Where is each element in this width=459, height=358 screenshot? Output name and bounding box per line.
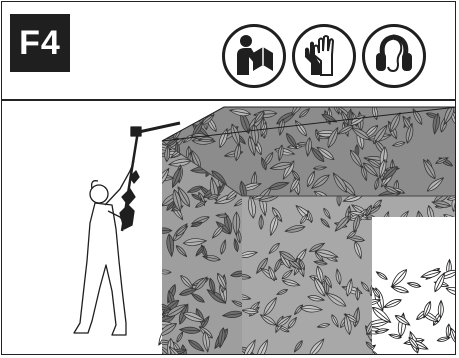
leaf [398,220,410,232]
header-bar: F4 [2,2,455,101]
safety-icons [222,24,426,88]
read-manual-icon [222,24,286,88]
leaf [153,228,172,234]
leaf [392,234,404,243]
leaf [432,231,456,245]
leaf [161,101,171,116]
leaf [159,105,168,125]
ear-protection-icon [362,24,426,88]
leaf [419,250,440,261]
leaf [399,218,422,238]
leaf [431,216,450,233]
leaf [444,216,456,226]
leaf [427,222,440,238]
leaf [399,239,412,246]
hedge-trimming-illustration [2,101,455,355]
leaf [157,105,172,113]
step-badge: F4 [10,14,70,72]
leaf [382,251,396,262]
leaf [399,224,421,243]
wear-gloves-icon [292,24,356,88]
